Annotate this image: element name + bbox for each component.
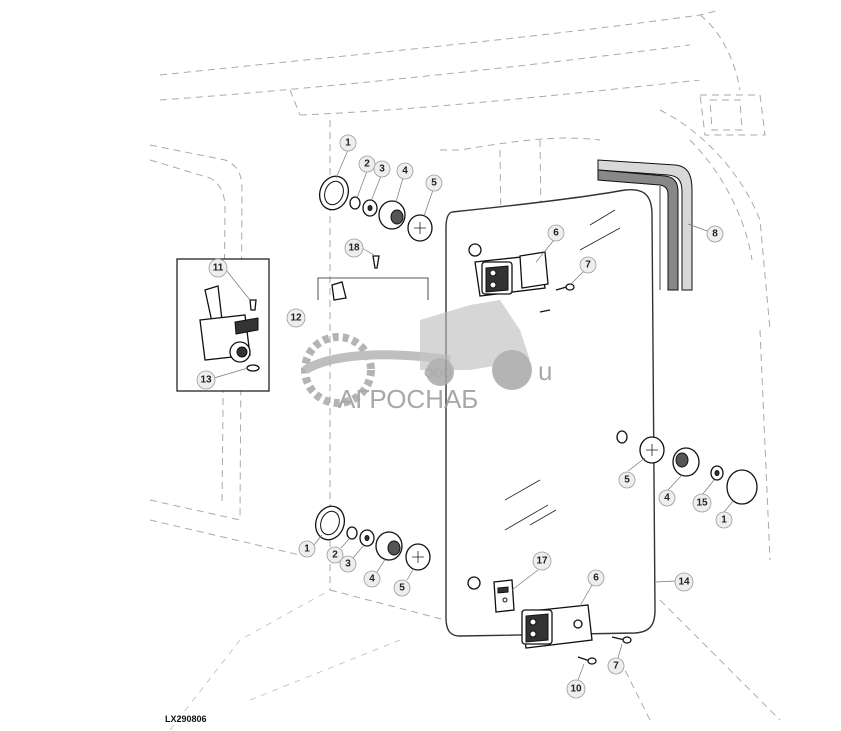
callout-5-top[interactable]: 5 xyxy=(425,174,443,192)
callout-1-bottom[interactable]: 1 xyxy=(298,540,316,558)
callout-2-bottom[interactable]: 2 xyxy=(326,546,344,564)
svg-text:12: 12 xyxy=(290,313,302,324)
callout-8[interactable]: 8 xyxy=(706,225,724,243)
figure-code: LX290806 xyxy=(165,714,207,724)
callout-15[interactable]: 15 xyxy=(692,493,712,513)
callout-5-bottom[interactable]: 5 xyxy=(393,579,411,597)
top-fastener-stack xyxy=(318,175,433,242)
svg-text:6: 6 xyxy=(553,228,559,239)
callout-4-top[interactable]: 4 xyxy=(396,162,414,180)
catch-plate xyxy=(493,579,515,613)
svg-text:4: 4 xyxy=(402,166,408,177)
screws xyxy=(372,255,632,665)
svg-text:13: 13 xyxy=(200,375,212,386)
watermark-logo: ООО АГРОСНАБ u xyxy=(301,300,552,414)
callout-18[interactable]: 18 xyxy=(344,238,364,258)
svg-text:10: 10 xyxy=(570,684,582,695)
callout-14[interactable]: 14 xyxy=(674,572,694,592)
svg-text:11: 11 xyxy=(213,263,224,274)
bottom-hinge xyxy=(521,604,593,649)
svg-text:1: 1 xyxy=(721,515,727,526)
svg-text:2: 2 xyxy=(332,550,338,561)
svg-text:14: 14 xyxy=(678,577,690,588)
door-seal-strip xyxy=(597,159,693,291)
callout-6-top[interactable]: 6 xyxy=(547,224,565,242)
svg-text:6: 6 xyxy=(593,573,599,584)
svg-text:17: 17 xyxy=(536,556,548,567)
callout-4-right[interactable]: 4 xyxy=(658,489,676,507)
svg-text:3: 3 xyxy=(379,164,385,175)
svg-text:2: 2 xyxy=(364,159,370,170)
callout-7-top[interactable]: 7 xyxy=(579,256,597,274)
cab-outline xyxy=(149,9,781,731)
callout-2-top[interactable]: 2 xyxy=(358,155,376,173)
callout-7-bottom[interactable]: 7 xyxy=(607,657,625,675)
svg-text:5: 5 xyxy=(399,583,405,594)
callout-5-right[interactable]: 5 xyxy=(618,471,636,489)
top-hinge xyxy=(474,251,549,297)
leader-lines xyxy=(213,149,735,681)
watermark-name: АГРОСНАБ xyxy=(338,384,478,414)
svg-text:8: 8 xyxy=(712,229,718,240)
callout-17[interactable]: 17 xyxy=(532,551,552,571)
callout-13[interactable]: 13 xyxy=(196,370,216,390)
svg-text:18: 18 xyxy=(348,243,360,254)
callout-11[interactable]: 11 xyxy=(208,258,228,278)
svg-text:7: 7 xyxy=(585,260,591,271)
callout-10[interactable]: 10 xyxy=(566,679,586,699)
callouts: 1 2 3 4 5 6 7 8 18 11 12 13 5 4 15 1 1 2… xyxy=(196,134,733,699)
callout-12[interactable]: 12 xyxy=(286,308,306,328)
watermark-suffix: u xyxy=(538,356,552,386)
handle-bracket-outline xyxy=(317,277,429,301)
watermark-prefix: ООО xyxy=(424,366,452,380)
callout-3-top[interactable]: 3 xyxy=(373,160,391,178)
callout-1-top[interactable]: 1 xyxy=(339,134,357,152)
right-fastener-stack xyxy=(616,430,758,505)
callout-6-bottom[interactable]: 6 xyxy=(587,569,605,587)
svg-text:3: 3 xyxy=(345,559,351,570)
svg-text:1: 1 xyxy=(304,544,310,555)
svg-text:5: 5 xyxy=(624,475,630,486)
callout-4-bottom[interactable]: 4 xyxy=(363,570,381,588)
svg-text:15: 15 xyxy=(696,498,708,509)
callout-1-right[interactable]: 1 xyxy=(715,511,733,529)
svg-text:5: 5 xyxy=(431,178,437,189)
svg-text:7: 7 xyxy=(613,661,619,672)
bottom-fastener-stack xyxy=(314,505,431,571)
svg-text:1: 1 xyxy=(345,138,351,149)
callout-3-bottom[interactable]: 3 xyxy=(339,555,357,573)
svg-text:4: 4 xyxy=(664,493,670,504)
inset-detail-box xyxy=(176,258,270,392)
svg-text:4: 4 xyxy=(369,574,375,585)
